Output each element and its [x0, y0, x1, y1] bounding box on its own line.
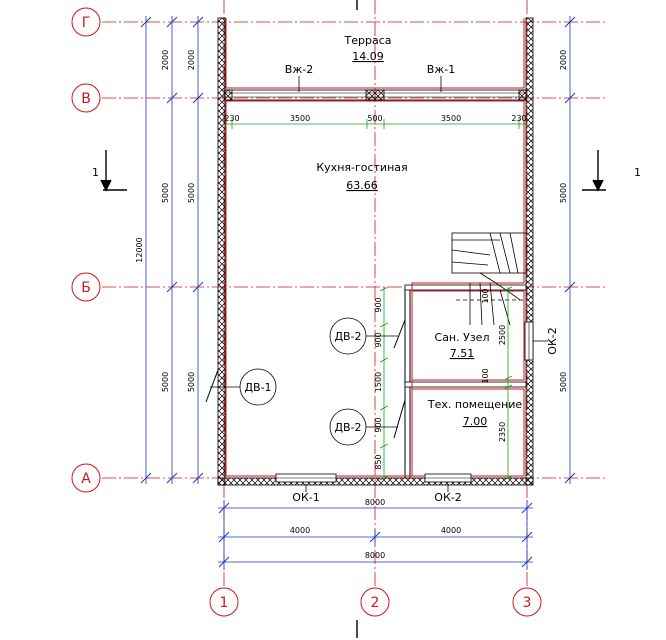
green-dimensions — [225, 119, 526, 481]
room-tech-name: Тех. помещение — [427, 398, 522, 411]
dim-top-5: 230 — [511, 114, 526, 123]
section-label-right: 1 — [634, 166, 641, 179]
dim-partition-5: 850 — [374, 454, 383, 469]
dim-left-mid-2: 5000 — [161, 183, 170, 203]
dim-right-2: 5000 — [559, 183, 568, 203]
dim-bath-1: 100 — [481, 288, 490, 303]
section-mark-left — [100, 150, 127, 192]
doors — [205, 319, 406, 439]
label-dv2-top: ДВ-2 — [334, 330, 361, 343]
dim-bath-3: 100 — [481, 368, 490, 383]
dim-left-inner-1: 2000 — [187, 50, 196, 70]
dim-left-inner-2: 5000 — [187, 183, 196, 203]
label-dv2-bottom: ДВ-2 — [334, 421, 361, 434]
dim-top-1: 230 — [224, 114, 239, 123]
wall-right — [525, 17, 534, 486]
room-bath-name: Сан. Узел — [435, 331, 490, 344]
axis-label-3: 3 — [523, 595, 532, 611]
dim-bath-4: 2350 — [498, 422, 507, 442]
axis-label-1: 1 — [220, 595, 229, 611]
room-kitchen-area: 63.66 — [346, 179, 378, 192]
section-label-left: 1 — [92, 166, 99, 179]
room-kitchen-name: Кухня-гостиная — [316, 161, 407, 174]
label-vzh1: Вж-1 — [427, 63, 455, 76]
dim-partition-2: 900 — [374, 332, 383, 347]
label-ok2-bottom: ОК-2 — [434, 491, 461, 504]
axis-bubbles: Г В Б А 1 2 3 — [71, 7, 542, 617]
dim-left-outer: 12000 — [135, 237, 144, 262]
wall-bottom — [217, 477, 534, 486]
dim-right-3: 5000 — [559, 372, 568, 392]
axis-label-2: 2 — [371, 595, 380, 611]
wall-left — [217, 17, 226, 486]
room-bath-area: 7.51 — [450, 347, 475, 360]
dim-bath-2: 2500 — [498, 325, 507, 345]
dim-top-2: 3500 — [290, 114, 310, 123]
dim-top-3: 500 — [367, 114, 382, 123]
left-dimensions — [140, 16, 204, 484]
section-mark-right — [582, 150, 606, 192]
door-callouts: ДВ-1 ДВ-2 ДВ-2 — [210, 317, 398, 446]
dim-left-mid-1: 2000 — [161, 50, 170, 70]
label-dv1: ДВ-1 — [244, 381, 271, 394]
label-vzh2: Вж-2 — [285, 63, 313, 76]
axis-label-a: А — [81, 471, 91, 487]
axis-label-g: Г — [82, 15, 91, 31]
dim-partition-4: 900 — [374, 417, 383, 432]
dim-bottom-inner: 8000 — [365, 498, 385, 507]
dim-partition-1: 900 — [374, 297, 383, 312]
dim-bottom-total: 8000 — [365, 551, 385, 560]
dim-partition-3: 1500 — [374, 372, 383, 392]
label-ok2-right: ОК-2 — [546, 327, 559, 354]
room-terrace-area: 14.09 — [352, 50, 384, 63]
dim-left-inner-3: 5000 — [187, 372, 196, 392]
dim-left-mid-3: 5000 — [161, 372, 170, 392]
stair — [451, 232, 527, 326]
dim-right-1: 2000 — [559, 50, 568, 70]
axis-label-b: Б — [81, 280, 91, 296]
bottom-dimensions — [218, 500, 533, 570]
axis-label-v: В — [81, 91, 91, 107]
room-tech-area: 7.00 — [463, 415, 488, 428]
dim-bottom-axis-2: 4000 — [441, 526, 461, 535]
label-ok1: ОК-1 — [292, 491, 319, 504]
windows — [275, 321, 534, 483]
dim-bottom-axis-1: 4000 — [290, 526, 310, 535]
room-terrace-name: Терраса — [344, 34, 392, 47]
dim-top-4: 3500 — [441, 114, 461, 123]
right-dimensions — [564, 16, 576, 484]
